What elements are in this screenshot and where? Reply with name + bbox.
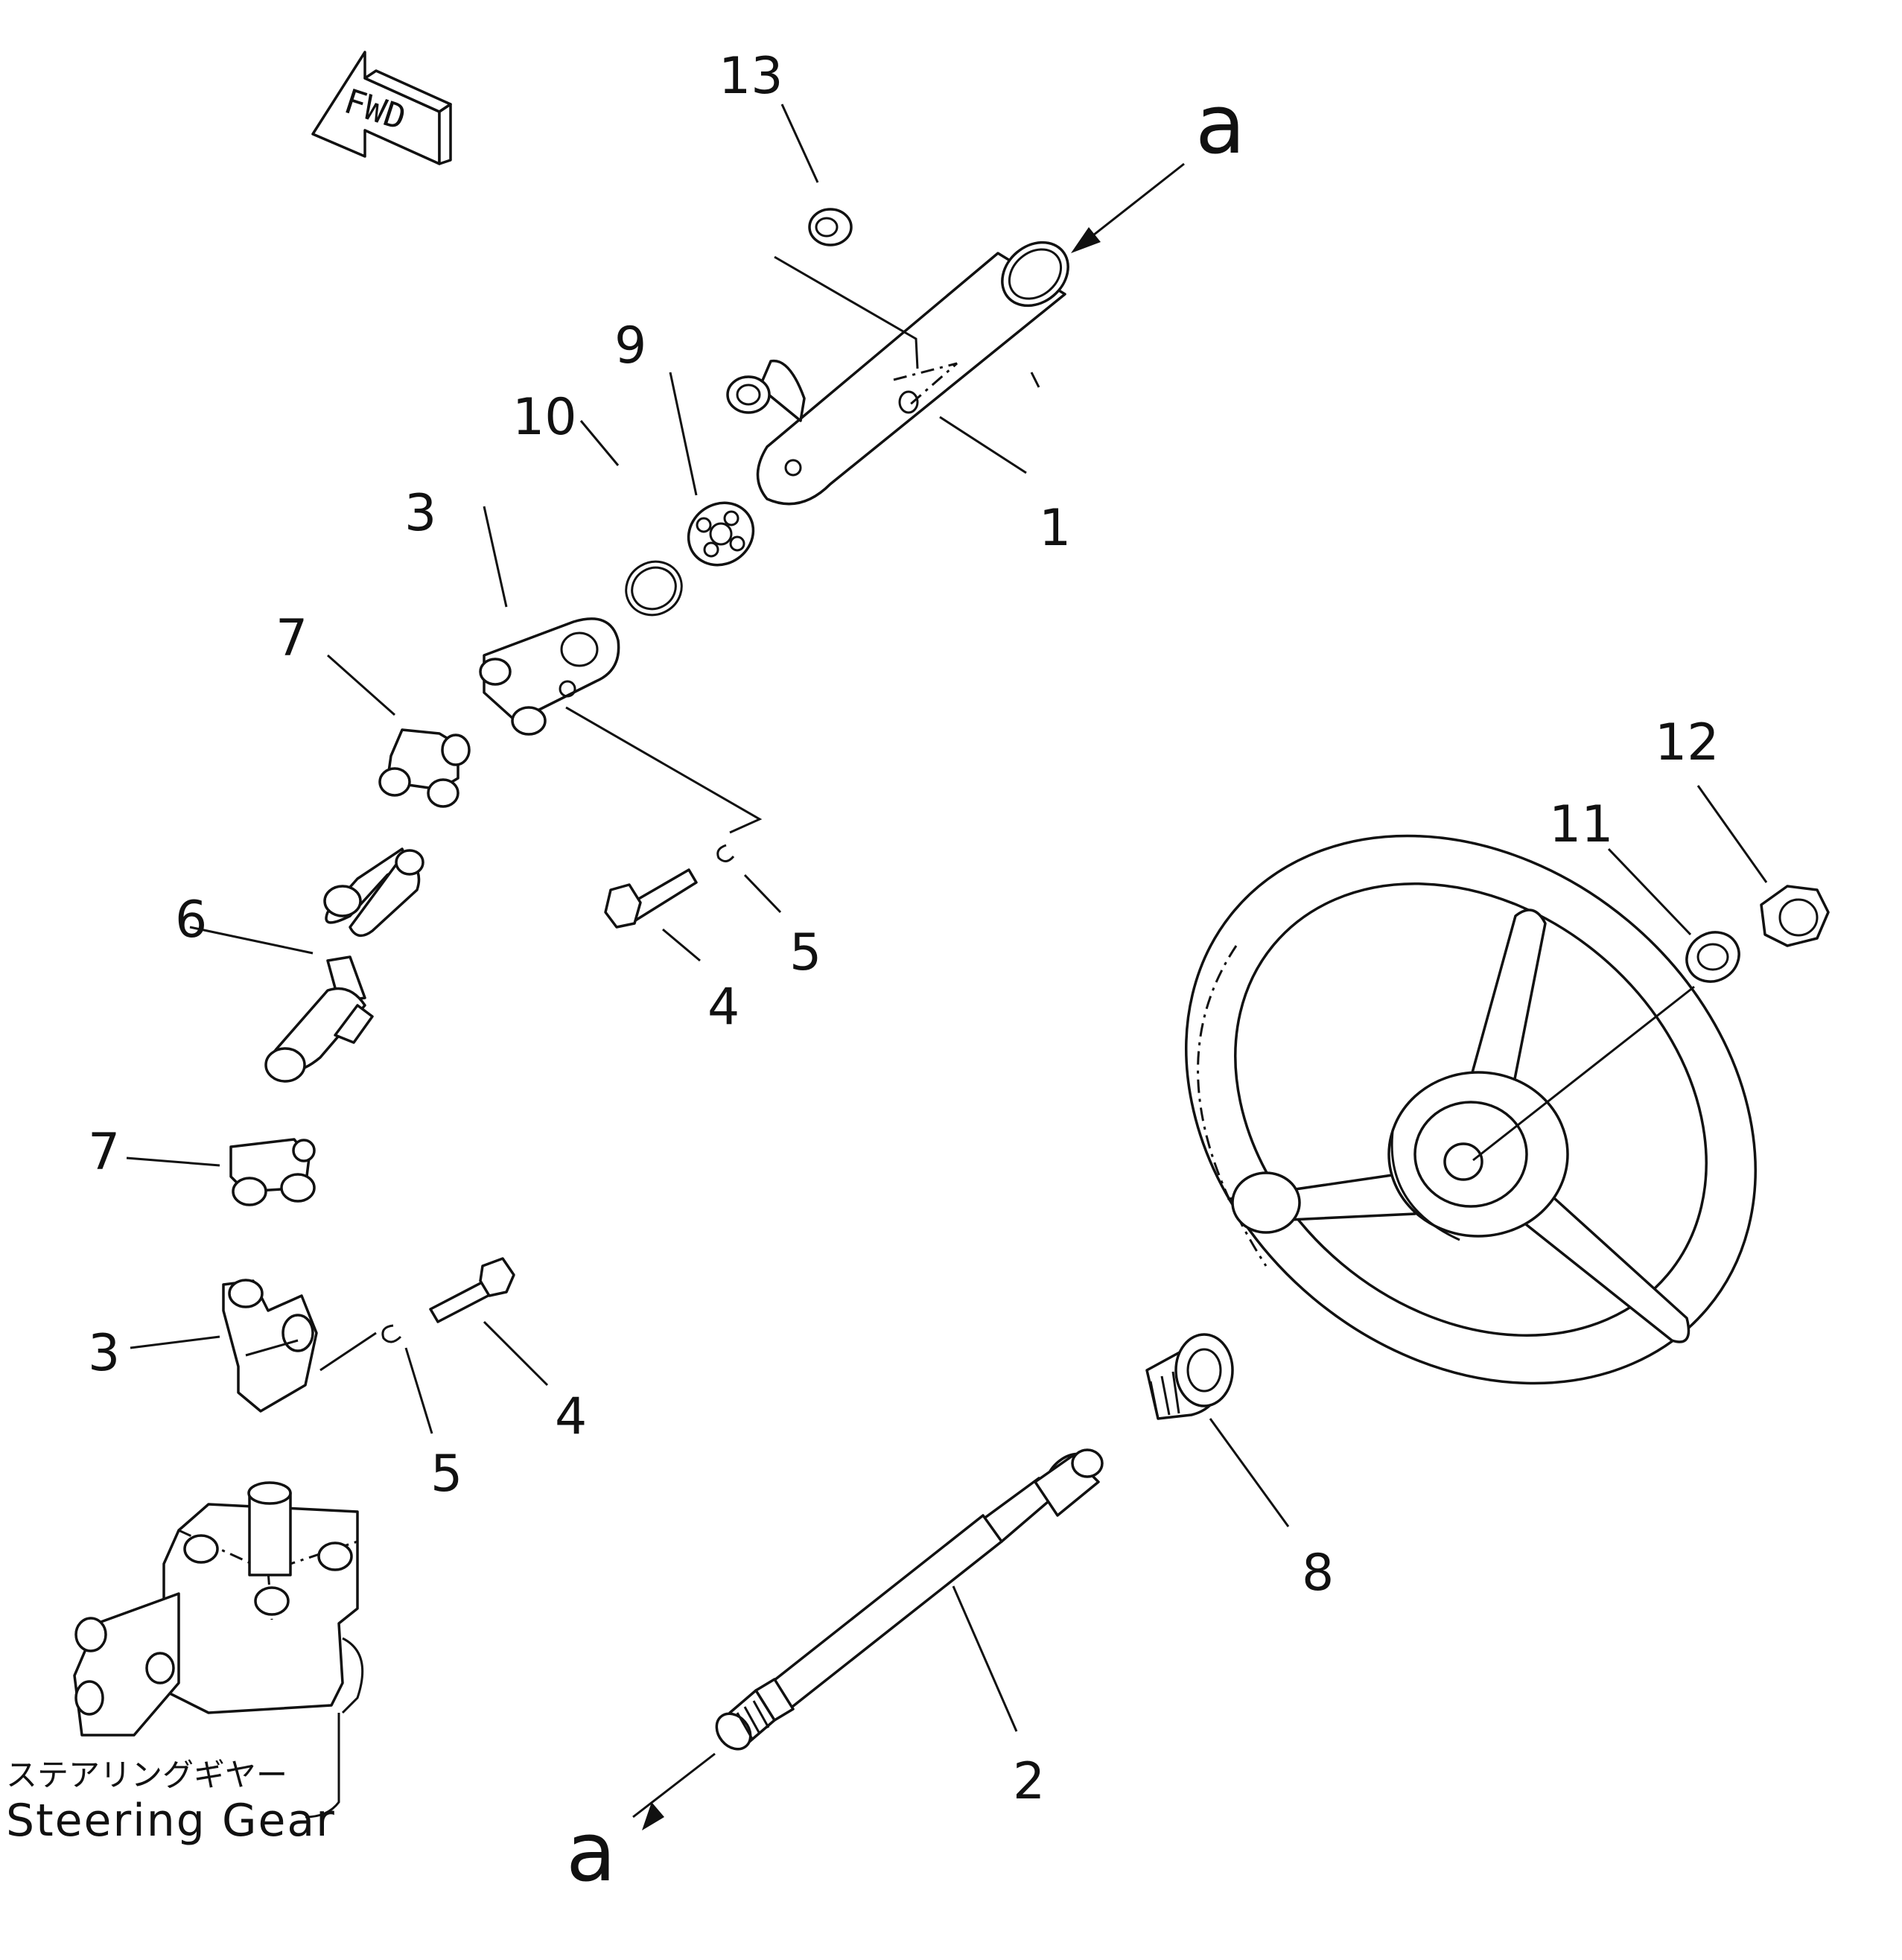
callout-5-lower: 5 [430, 1445, 462, 1504]
steering-gear-housing [73, 1481, 364, 1819]
steering-column-tube [726, 241, 1069, 506]
callout-5-upper: 5 [789, 923, 821, 982]
yoke-part-lower [222, 1279, 318, 1413]
callout-9: 9 [614, 316, 646, 375]
snap-ring-part [625, 560, 683, 617]
callout-10: 10 [512, 388, 577, 447]
callout-7-lower: 7 [88, 1123, 120, 1182]
bolt-part-lower [429, 1257, 515, 1323]
lock-washer-part-lower [381, 1324, 402, 1343]
bearing-part [687, 501, 755, 567]
fwd-arrow-icon: FWD [311, 51, 452, 165]
lock-washer-part-upper [716, 844, 735, 862]
callout-1: 1 [1039, 499, 1071, 558]
callout-6: 6 [175, 891, 207, 949]
reference-arrowhead-top-icon [1071, 227, 1101, 253]
reference-label-top: a [1195, 77, 1245, 172]
yoke-part-upper [479, 617, 620, 736]
callout-2: 2 [1013, 1752, 1045, 1811]
reference-label-bottom: a [566, 1804, 616, 1900]
spider-cross-part-upper [378, 728, 471, 808]
column-nut-part [1145, 1333, 1234, 1420]
callout-8: 8 [1302, 1544, 1334, 1603]
intermediate-shaft-part [264, 847, 424, 1083]
wheel-nut-part [1760, 885, 1830, 947]
callout-4-upper: 4 [707, 978, 740, 1037]
steering-gear-label-english: Steering Gear [6, 1795, 336, 1847]
callout-12: 12 [1655, 713, 1720, 772]
spider-cross-part-lower [229, 1138, 316, 1206]
bushing-part [808, 208, 853, 246]
callout-3-upper: 3 [404, 484, 436, 543]
steering-shaft-part [715, 1448, 1104, 1751]
bolt-part-upper [604, 868, 698, 929]
steering-wheel [1185, 834, 1757, 1385]
callout-4-lower: 4 [555, 1387, 587, 1446]
reference-arrowhead-bottom-icon [642, 1802, 664, 1830]
callout-7-upper: 7 [276, 609, 308, 668]
callout-13: 13 [719, 47, 783, 106]
steering-gear-label-japanese: ステアリングギヤー [6, 1757, 287, 1793]
callout-11: 11 [1549, 795, 1614, 854]
washer-part [1685, 931, 1740, 983]
callout-3-lower: 3 [88, 1324, 120, 1383]
leader-lines [126, 104, 1768, 1819]
